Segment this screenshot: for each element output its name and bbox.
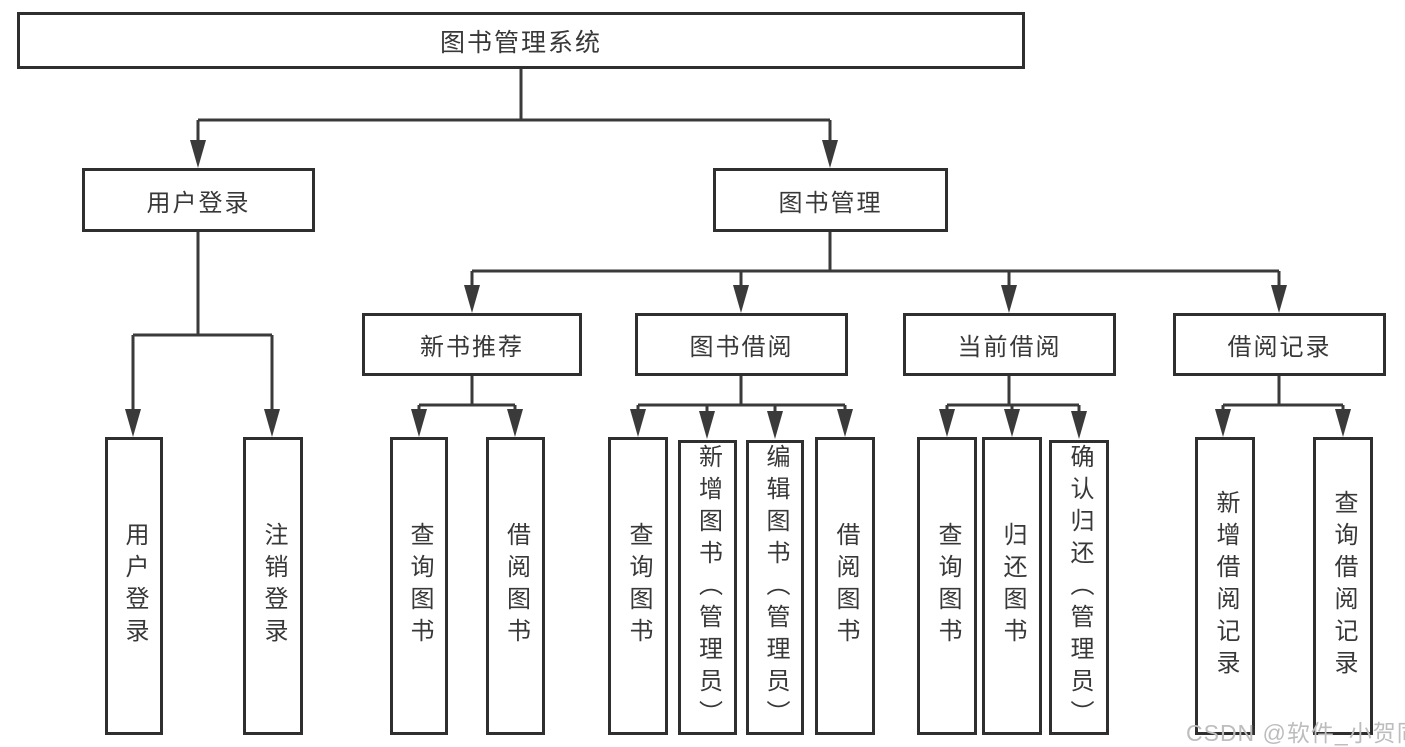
node-user-login-branch: 用户登录 [82, 168, 315, 232]
node-user-login-branch-label: 用户登录 [146, 189, 251, 217]
node-query-books-current: 查询图书 [917, 437, 977, 735]
node-current-borrowing: 当前借阅 [903, 313, 1116, 376]
node-add-borrow-record-label: 新增借阅记录 [1212, 490, 1239, 682]
node-new-book-recommend: 新书推荐 [362, 313, 582, 376]
node-user-login: 用户登录 [105, 437, 163, 735]
node-system-root: 图书管理系统 [17, 12, 1025, 69]
node-add-borrow-record: 新增借阅记录 [1195, 437, 1255, 735]
node-return-books-label: 归还图书 [999, 522, 1026, 650]
node-query-borrow-record: 查询借阅记录 [1313, 437, 1373, 735]
node-borrow-books-recommend: 借阅图书 [486, 437, 545, 735]
node-add-books-admin-label: 新增图书（管理员） [694, 443, 722, 732]
node-query-books-borrowing-label: 查询图书 [625, 522, 652, 650]
node-borrowing-records-label: 借阅记录 [1227, 334, 1332, 361]
node-query-books-borrowing: 查询图书 [608, 437, 668, 735]
node-query-books-current-label: 查询图书 [934, 522, 961, 650]
node-system-root-label: 图书管理系统 [439, 28, 602, 57]
arrowheads [125, 140, 1351, 439]
node-add-books-admin: 新增图书（管理员） [678, 440, 737, 735]
node-current-borrowing-label: 当前借阅 [957, 334, 1062, 361]
node-query-books-recommend: 查询图书 [390, 437, 448, 735]
node-borrow-books-label: 借阅图书 [832, 522, 859, 650]
node-query-borrow-record-label: 查询借阅记录 [1330, 490, 1357, 682]
node-return-books: 归还图书 [982, 437, 1042, 735]
node-new-book-recommend-label: 新书推荐 [420, 334, 524, 361]
node-borrowing-records: 借阅记录 [1173, 313, 1386, 376]
node-edit-books-admin-label: 编辑图书（管理员） [762, 443, 789, 732]
node-book-borrowing: 图书借阅 [635, 313, 848, 376]
node-query-books-recommend-label: 查询图书 [406, 522, 433, 650]
csdn-watermark: CSDN @软件_小贺同学 [1186, 720, 1405, 746]
node-book-management-label: 图书管理 [778, 189, 883, 217]
node-user-login-label: 用户登录 [121, 522, 148, 650]
node-confirm-return-admin-label: 确认归还（管理员） [1066, 443, 1093, 732]
node-edit-books-admin: 编辑图书（管理员） [746, 440, 804, 735]
node-logout-label: 注销登录 [260, 522, 287, 650]
node-book-borrowing-label: 图书借阅 [689, 334, 794, 361]
node-borrow-books-recommend-label: 借阅图书 [502, 522, 530, 650]
node-borrow-books: 借阅图书 [815, 437, 875, 735]
node-book-management: 图书管理 [713, 168, 948, 232]
node-confirm-return-admin: 确认归还（管理员） [1049, 440, 1109, 735]
node-logout: 注销登录 [243, 437, 303, 735]
